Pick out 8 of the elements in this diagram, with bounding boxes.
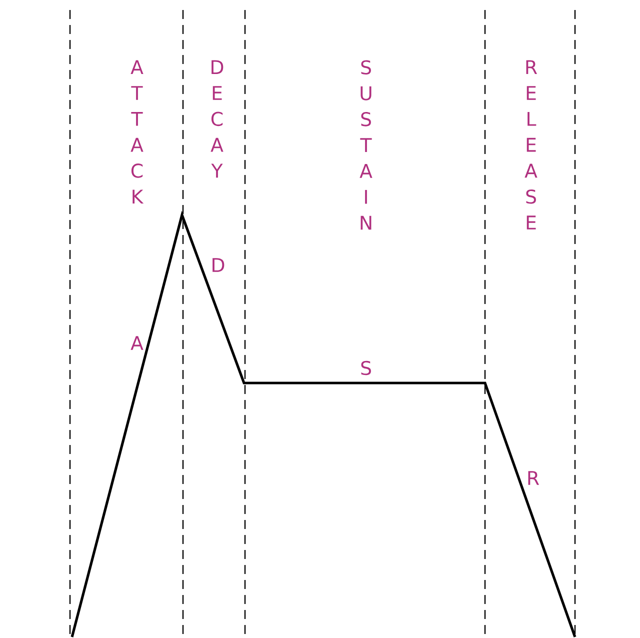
phase-label: SUSTAIN [360,60,372,230]
segment-label: D [212,258,224,272]
segment-label: S [361,360,371,376]
segment-label: R [528,471,540,485]
phase-label: DECAY [210,60,224,178]
phase-label: RELEASE [524,60,538,230]
phase-label: ATTACK [130,60,144,204]
segment-label: A [130,336,144,350]
